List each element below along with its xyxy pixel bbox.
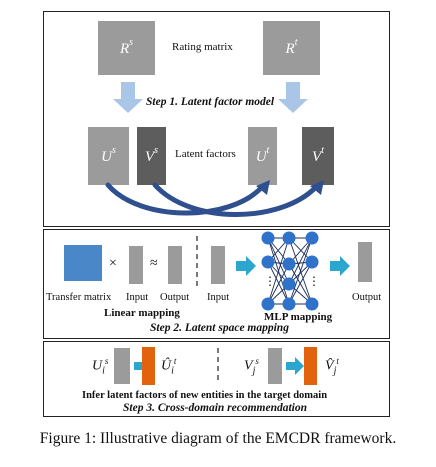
latent-v-target-label: Vt: [312, 145, 324, 165]
rating-matrix-source-box: [98, 21, 155, 75]
mlp-dots-right: ⋮: [308, 274, 320, 288]
step3-ui-target-label: Ûit: [161, 356, 177, 377]
arc-v-mapping: [152, 182, 319, 217]
latent-u-source-label: Us: [101, 145, 116, 165]
step3-vj-source-label: Vjs: [244, 356, 259, 377]
mlp-mapping-label: MLP mapping: [264, 311, 333, 323]
mlp-node: [261, 231, 275, 245]
mlp-node: [305, 255, 319, 269]
step3-vj-output-box: [304, 347, 317, 385]
mlp-input-arrow-icon: [236, 256, 256, 276]
mlp-output-arrow-icon: [330, 256, 350, 276]
latent-u-target-box: [248, 127, 277, 185]
transfer-matrix-label: Transfer matrix: [46, 292, 112, 303]
figure-caption: Figure 1: Illustrative diagram of the EM…: [39, 430, 397, 447]
mlp-node: [305, 231, 319, 245]
rating-matrix-source-label: Rs: [119, 37, 134, 57]
latent-v-source-box: [137, 127, 166, 185]
linear-input-box: [129, 246, 143, 284]
mlp-output-label: Output: [352, 292, 382, 303]
arrow-right-icon: [286, 357, 304, 375]
step3-vj-input-box: [268, 348, 282, 384]
step1-title: Step 1. Latent factor model: [146, 96, 275, 108]
latent-u-target-label: Ut: [255, 145, 270, 165]
step3-title: Step 3. Cross-domain recommendation: [123, 402, 308, 414]
step2-title: Step 2. Latent space mapping: [150, 322, 289, 334]
linear-output-box: [168, 246, 182, 284]
linear-mapping-label: Linear mapping: [104, 307, 180, 319]
mlp-node: [261, 255, 275, 269]
down-arrow-left-icon: [113, 82, 143, 113]
mlp-dots-left: ⋮: [264, 274, 276, 288]
step3-panel: [43, 341, 390, 417]
mlp-node: [282, 297, 296, 311]
step3-infer-label: Infer latent factors of new entities in …: [82, 390, 328, 401]
transfer-matrix-box: [64, 245, 102, 281]
step3-vj-target-label: V̂jt: [325, 356, 339, 377]
arc-u-arrowhead-icon: [256, 180, 270, 195]
rating-matrix-target-box: [263, 21, 320, 75]
mlp-input-label: Input: [207, 292, 230, 303]
latent-v-target-box: [302, 127, 334, 185]
rating-matrix-label: Rating matrix: [172, 41, 233, 53]
step3-ui-input-box: [114, 348, 130, 384]
linear-input-label: Input: [126, 292, 149, 303]
linear-output-label: Output: [160, 292, 190, 303]
latent-factors-label: Latent factors: [175, 148, 236, 160]
step3-ui-output-box: [142, 347, 155, 385]
latent-v-source-label: Vs: [144, 145, 159, 165]
mlp-input-box: [211, 246, 225, 284]
rating-matrix-target-label: Rt: [285, 37, 298, 57]
approx-symbol: ≈: [150, 256, 158, 271]
latent-u-source-box: [88, 127, 129, 185]
down-arrow-right-icon: [278, 82, 308, 113]
mlp-output-box: [358, 242, 372, 282]
times-symbol: ×: [109, 256, 117, 271]
arc-u-mapping: [105, 182, 265, 216]
step3-ui-source-label: Uis: [92, 356, 109, 377]
mlp-node: [305, 297, 319, 311]
mlp-node: [261, 297, 275, 311]
mlp-node: [282, 277, 296, 291]
arc-v-arrowhead-icon: [310, 180, 324, 195]
mlp-node: [282, 231, 296, 245]
mlp-node: [282, 257, 296, 271]
